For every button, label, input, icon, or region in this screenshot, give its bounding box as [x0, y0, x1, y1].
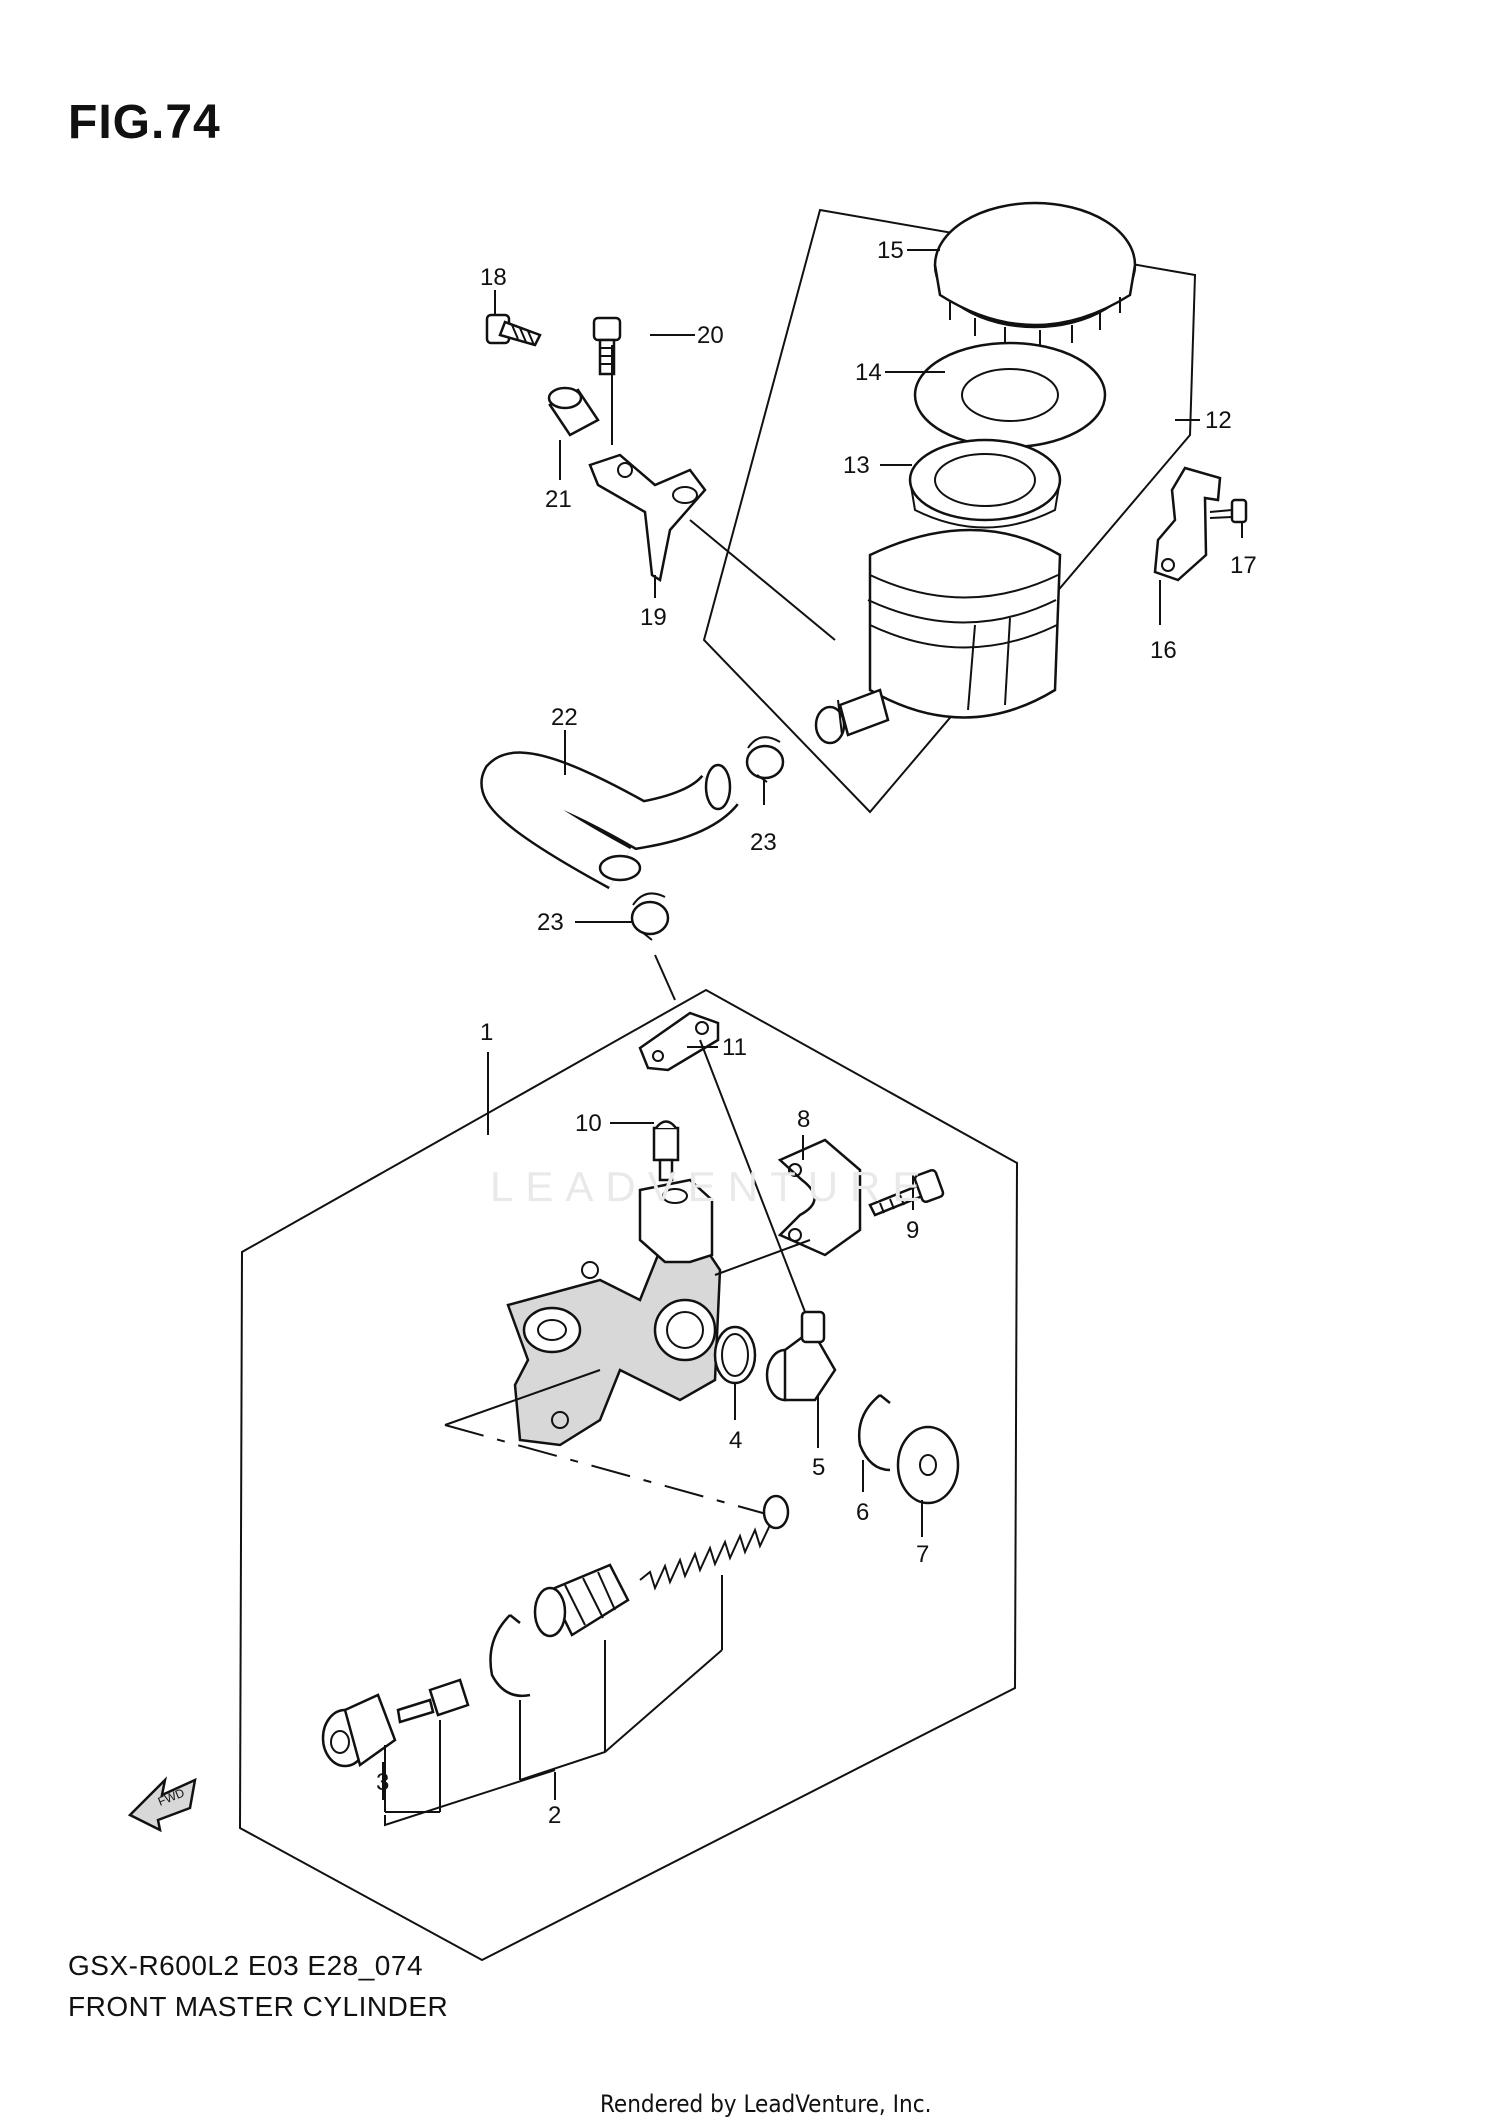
- reservoir-tank: [814, 528, 1062, 745]
- figure-title: FIG.74: [68, 96, 221, 149]
- o-ring: [713, 1325, 757, 1385]
- callout-23-upper: 23: [750, 829, 777, 856]
- fitting-leader-line: [699, 1039, 813, 1331]
- reservoir-cap: [933, 201, 1137, 348]
- callout-4: 4: [729, 1427, 742, 1454]
- hose-clamp-upper: [745, 736, 785, 783]
- callout-2: 2: [548, 1802, 561, 1829]
- return-spring: [639, 1494, 790, 1591]
- diaphragm-plate: [913, 341, 1107, 449]
- callout-leaders: [382, 249, 1243, 1800]
- figure-caption: FRONT MASTER CYLINDER: [68, 1991, 449, 2022]
- body-to-holder-line: [714, 1239, 811, 1276]
- model-code: GSX-R600L2 E03 E28_074: [68, 1950, 424, 1981]
- push-rod-boot: [321, 1693, 397, 1768]
- assembly-axis-line: [444, 1424, 771, 1516]
- bracket-to-reservoir-line: [689, 519, 836, 641]
- hose-fitting-plate: [638, 1011, 720, 1072]
- callout-15: 15: [877, 237, 904, 264]
- fwd-arrow-icon: FWD: [127, 1776, 197, 1833]
- callout-7: 7: [916, 1541, 929, 1568]
- watermark-text: LEADVENTURE: [490, 1163, 933, 1210]
- dust-boot: [896, 1425, 960, 1505]
- axis-guide: [444, 1369, 601, 1426]
- holder-bolt: [868, 1168, 945, 1217]
- callout-13: 13: [843, 452, 870, 479]
- callout-17: 17: [1230, 552, 1257, 579]
- part3-leader-bracket: [384, 1769, 556, 1827]
- master-cylinder-frame: [238, 988, 1019, 1962]
- callout-3: 3: [376, 1769, 389, 1796]
- circlip-large: [489, 1614, 531, 1698]
- callout-11: 11: [722, 1034, 747, 1061]
- clamp-screw: [1209, 498, 1248, 524]
- part2-leader-bracket: [384, 1575, 723, 1813]
- reservoir-bolt: [592, 316, 622, 376]
- reservoir-hose: [480, 751, 739, 890]
- handlebar-holder: [777, 1138, 862, 1257]
- callout-20: 20: [697, 322, 724, 349]
- callout-16: 16: [1150, 637, 1177, 664]
- rendered-by-credit: Rendered by LeadVenture, Inc.: [600, 2090, 932, 2118]
- reservoir-clamp: [1153, 466, 1222, 582]
- callout-21: 21: [545, 486, 572, 513]
- callout-23-lower: 23: [537, 909, 564, 936]
- clamp-to-cylinder-line: [654, 954, 676, 1001]
- master-cylinder-body: [506, 1178, 722, 1447]
- callout-9: 9: [906, 1217, 919, 1244]
- callout-12: 12: [1205, 407, 1232, 434]
- callout-14: 14: [855, 359, 882, 386]
- push-rod: [396, 1678, 470, 1724]
- hose-clamp-lower: [630, 892, 670, 941]
- circlip-small: [857, 1394, 891, 1472]
- callout-5: 5: [812, 1454, 825, 1481]
- callout-8: 8: [797, 1106, 810, 1133]
- rubber-bush: [547, 386, 600, 437]
- bracket-bolt: [485, 313, 542, 347]
- callout-10: 10: [575, 1110, 602, 1137]
- hose-connector: [765, 1310, 837, 1402]
- piston: [533, 1563, 630, 1638]
- callout-1: 1: [480, 1019, 493, 1046]
- callout-6: 6: [856, 1499, 869, 1526]
- callout-22: 22: [551, 704, 578, 731]
- callout-18: 18: [480, 264, 507, 291]
- callout-19: 19: [640, 604, 667, 631]
- bleeder-valve: [652, 1120, 680, 1182]
- reservoir-bracket: [588, 453, 707, 583]
- diaphragm: [908, 438, 1062, 529]
